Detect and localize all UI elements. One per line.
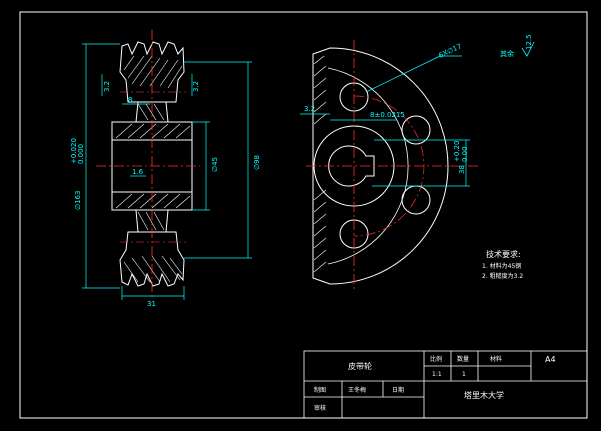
dim-width: 31 — [147, 300, 156, 308]
section-hatching — [115, 55, 191, 283]
dim-keyway-width: 8±0.0215 — [370, 111, 405, 119]
roughness-symbol — [521, 41, 535, 57]
dim-outer-tol-upper: +0.020 — [70, 138, 78, 164]
bore-with-keyway — [328, 145, 375, 187]
lower-rim — [119, 231, 185, 287]
upper-rim — [119, 41, 185, 103]
dim-keyway-tol-lower: 0.00 — [461, 146, 469, 162]
sheet-size: A4 — [545, 355, 556, 364]
tech-req-item: 2. 粗糙度为3.2 — [482, 272, 523, 280]
roughness-3-2-c: 3.2 — [304, 105, 315, 113]
scale-value: 1:1 — [432, 371, 442, 378]
web-line — [135, 209, 139, 233]
check-label: 审核 — [314, 404, 326, 412]
drawn-label: 制图 — [314, 386, 326, 394]
roughness-1-6: 1.6 — [132, 168, 144, 176]
bolt-hole — [401, 115, 431, 145]
qty-label: 数量 — [457, 355, 469, 363]
part-name: 皮带轮 — [348, 361, 372, 371]
drawn-by: 王冬梅 — [348, 386, 366, 394]
drawing-border — [19, 11, 588, 419]
pulley-front-view — [306, 40, 478, 292]
web-line — [135, 101, 139, 123]
web-line — [165, 209, 169, 233]
pulley-section-view — [96, 30, 200, 300]
dim-outer-diameter: ∅163 — [74, 191, 82, 210]
dim-bolt-holes: 6X∅17 — [437, 42, 462, 60]
bolt-circle — [353, 95, 425, 237]
title-block — [303, 350, 588, 419]
dim-8: 8 — [128, 96, 132, 104]
web-line — [165, 101, 169, 123]
inner-arc — [327, 67, 409, 265]
qty-value: 1 — [462, 371, 466, 378]
dim-keyway-tol-upper: +0.20 — [453, 141, 461, 162]
dim-hub-diameter: ∅45 — [211, 157, 219, 172]
roughness-note-label: 其余 — [500, 49, 514, 58]
edge-hatching — [313, 55, 327, 273]
scale-label: 比例 — [430, 355, 442, 363]
dim-outer-tol-lower: 0.000 — [77, 144, 85, 164]
right-view-dimensions — [300, 55, 470, 187]
date-label: 日期 — [392, 386, 404, 394]
bolt-hole — [401, 185, 431, 215]
dim-keyway-depth: 38 — [458, 165, 466, 174]
material-label: 材料 — [490, 355, 502, 363]
roughness-3-2-b: 3.2 — [192, 81, 200, 92]
tech-req-item: 1. 材料为45钢 — [482, 262, 521, 270]
tech-req-title: 技术要求: — [486, 249, 521, 259]
outer-half-circle — [312, 47, 449, 285]
school-name: 塔里木大学 — [464, 390, 504, 400]
roughness-note-value: 12.5 — [525, 34, 533, 50]
dim-mid-diameter: ∅98 — [253, 155, 261, 170]
roughness-3-2-a: 3.2 — [103, 81, 111, 92]
left-view-dimensions — [82, 43, 252, 300]
